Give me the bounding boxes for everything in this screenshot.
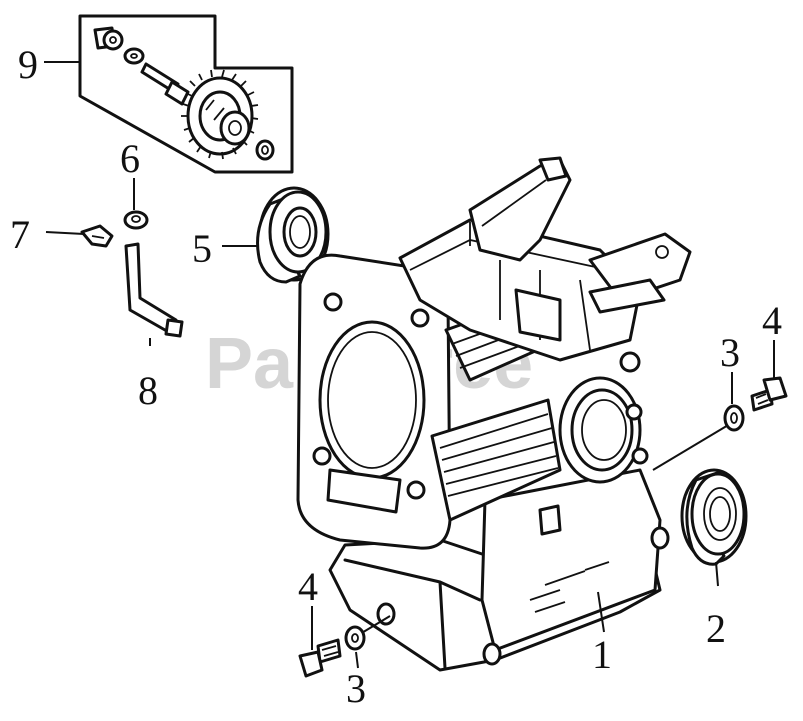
callout-7: 7 bbox=[10, 212, 30, 257]
breather-tube bbox=[124, 242, 184, 338]
bolt-right bbox=[750, 376, 788, 412]
oil-seal bbox=[680, 468, 748, 566]
washer-right bbox=[723, 404, 745, 432]
callout-2: 2 bbox=[706, 606, 726, 651]
callout-4-bottom: 4 bbox=[298, 564, 318, 609]
bolt-bottom bbox=[298, 638, 342, 678]
callout-8: 8 bbox=[138, 368, 158, 413]
washer-bottom bbox=[344, 625, 366, 651]
clip bbox=[80, 224, 114, 248]
callout-3-bottom: 3 bbox=[346, 666, 366, 711]
callout-6: 6 bbox=[120, 136, 140, 181]
callout-5: 5 bbox=[192, 226, 212, 271]
callout-9: 9 bbox=[18, 42, 38, 87]
governor-washer-2 bbox=[123, 47, 145, 65]
governor-gear bbox=[181, 69, 259, 160]
callout-4-right: 4 bbox=[762, 298, 782, 343]
bearing bbox=[256, 186, 330, 284]
callout-3-right: 3 bbox=[720, 330, 740, 375]
governor-group-outline bbox=[78, 14, 294, 174]
callout-1: 1 bbox=[592, 632, 612, 677]
governor-assembly bbox=[78, 14, 294, 174]
grommet bbox=[123, 210, 149, 230]
crankcase bbox=[296, 156, 692, 672]
governor-washer-1 bbox=[102, 29, 124, 51]
governor-clip bbox=[255, 139, 275, 161]
